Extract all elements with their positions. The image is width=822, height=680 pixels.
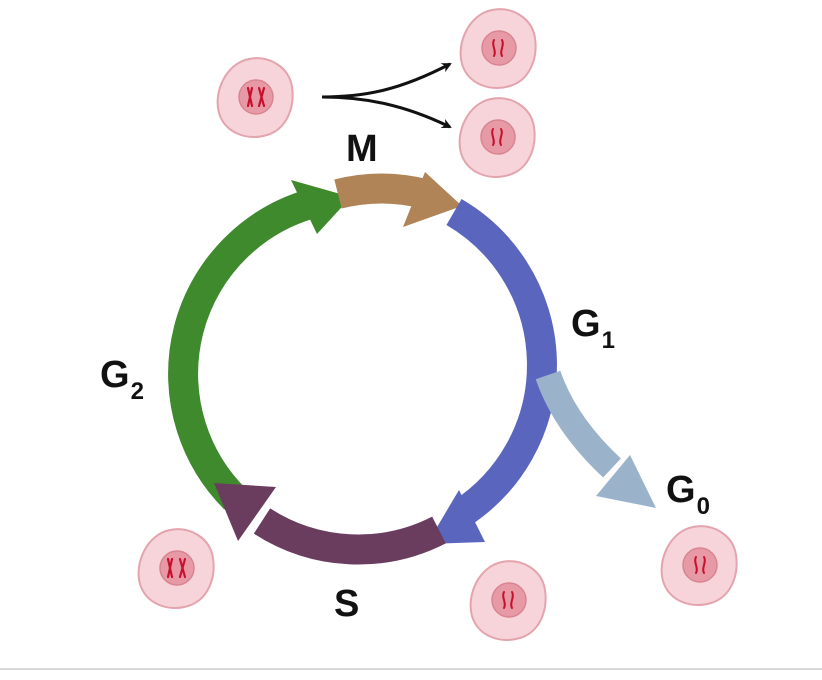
label-g2-sub: 2 [131, 378, 144, 405]
m-arc [334, 173, 429, 209]
label-g0: G0 [666, 469, 710, 520]
label-g1-sub: 1 [602, 327, 615, 354]
chromosome-icon [491, 128, 503, 146]
cell-icon [458, 97, 536, 178]
chromosome-icon [246, 86, 266, 108]
cell-icon [469, 560, 547, 641]
chromosome-icon [166, 557, 187, 579]
cell-icon [660, 525, 738, 606]
g2-arc [168, 189, 315, 510]
label-g1-main: G [571, 303, 601, 345]
bottom-divider [0, 668, 822, 670]
chromosome-icon [694, 556, 706, 574]
label-g1: G1 [571, 303, 615, 354]
cell-icon [216, 57, 294, 138]
g2-arrowhead [291, 180, 351, 234]
label-g0-main: G [666, 469, 696, 511]
chromosome-icon [502, 591, 514, 609]
label-g2-main: G [100, 354, 130, 396]
chromosome-icon [492, 39, 504, 57]
s-arc [253, 508, 446, 565]
label-g0-sub: 0 [697, 493, 710, 520]
m-arrowhead [403, 172, 462, 227]
cell-icon [459, 8, 537, 89]
s-arrowhead [214, 483, 276, 541]
label-s: S [334, 583, 359, 625]
g1-arc [446, 199, 557, 526]
split-arrow-icon [321, 62, 452, 129]
cycle-ring [168, 172, 557, 565]
cell-icon [137, 528, 215, 609]
g0-exit-arrow [535, 370, 656, 508]
label-m: M [346, 128, 378, 170]
label-g2: G2 [100, 354, 144, 405]
g1-arrowhead [427, 490, 485, 544]
